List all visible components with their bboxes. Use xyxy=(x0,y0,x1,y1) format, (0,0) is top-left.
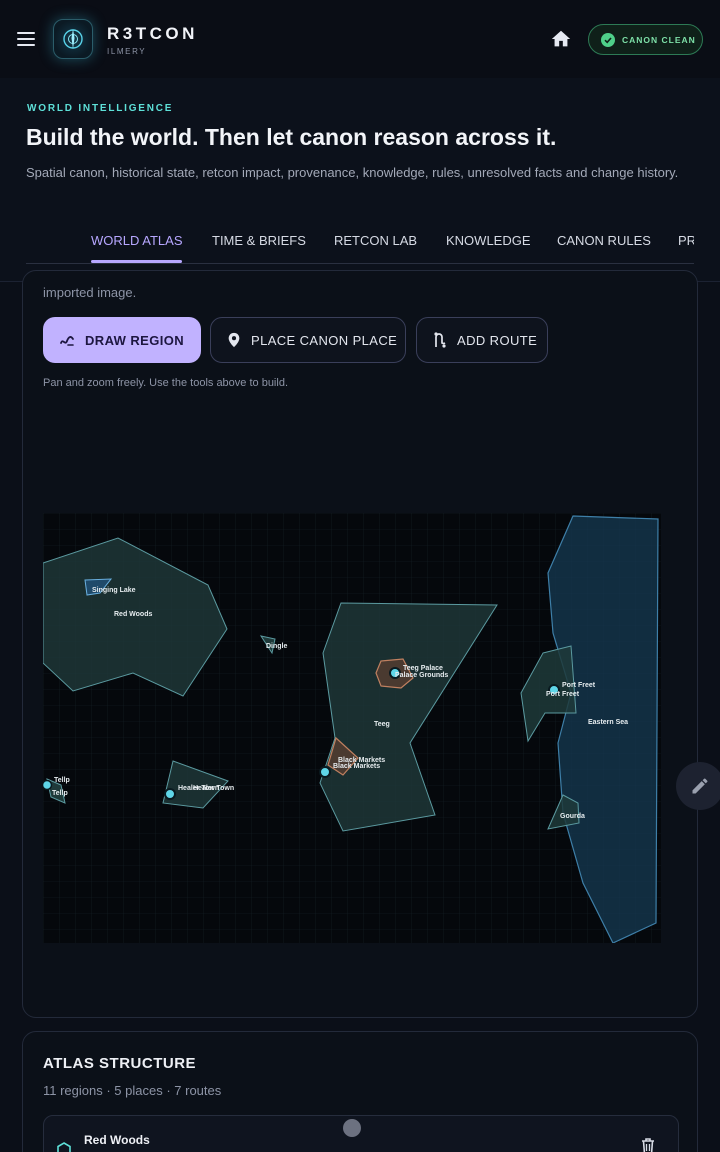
place-marker-port-freet[interactable] xyxy=(548,684,560,696)
place-marker-teeg-palace[interactable] xyxy=(389,667,401,679)
label-tellp-place: Tellp xyxy=(52,790,68,797)
label-eastern-sea: Eastern Sea xyxy=(588,719,628,726)
atlas-structure-card: ATLAS STRUCTURE 11 regions · 5 places · … xyxy=(22,1031,698,1152)
route-icon xyxy=(434,332,446,348)
edit-icon[interactable] xyxy=(676,762,720,810)
label-teeg-palace: Teeg Palace xyxy=(403,665,443,672)
pin-icon xyxy=(228,332,240,348)
list-item[interactable]: Red Woods xyxy=(43,1115,679,1152)
place-canon-place-label: PLACE CANON PLACE xyxy=(251,332,398,348)
tab-canon-rules[interactable]: CANON RULES xyxy=(557,233,651,248)
region-healer-town[interactable] xyxy=(162,760,229,809)
draw-region-button[interactable]: DRAW REGION xyxy=(43,317,201,363)
scroll-indicator[interactable] xyxy=(343,1119,361,1137)
label-healer-town-place: Healer Town xyxy=(193,785,234,792)
label-tellp: Tellp xyxy=(54,777,70,784)
region-gourda[interactable] xyxy=(547,794,580,830)
canon-status-label: CANON CLEAN xyxy=(622,34,696,45)
atlas-map-canvas[interactable]: Singing Lake Red Woods Dingle Teeg Palac… xyxy=(43,513,661,943)
label-black-markets: Black Markets xyxy=(338,757,385,764)
tab-knowledge[interactable]: KNOWLEDGE xyxy=(446,233,531,248)
label-teeg: Teeg xyxy=(374,721,390,728)
hexagon-icon xyxy=(57,1142,71,1152)
atlas-map-card: imported image. DRAW REGION PLACE CANON … xyxy=(22,270,698,1018)
app-title: R3TCON xyxy=(107,24,198,43)
tab-time-briefs[interactable]: TIME & BRIEFS xyxy=(212,233,306,248)
place-marker-black-markets[interactable] xyxy=(319,766,331,778)
region-name: Red Woods xyxy=(84,1133,150,1147)
region-port-freet[interactable] xyxy=(520,645,577,743)
label-port-freet-place: Port Freet xyxy=(546,691,580,698)
region-dingle[interactable] xyxy=(259,635,276,655)
page-header: WORLD INTELLIGENCE Build the world. Then… xyxy=(0,78,720,282)
region-red-woods[interactable] xyxy=(43,537,228,697)
tab-bar: WORLD ATLAS TIME & BRIEFS RETCON LAB KNO… xyxy=(26,228,694,264)
import-note: imported image. xyxy=(43,285,137,300)
tab-retcon-lab[interactable]: RETCON LAB xyxy=(334,233,418,248)
add-route-label: ADD ROUTE xyxy=(457,332,538,348)
label-gourda: Gourda xyxy=(560,813,585,820)
draw-icon xyxy=(60,336,74,346)
label-dingle: Dingle xyxy=(266,643,287,650)
eyebrow: WORLD INTELLIGENCE xyxy=(27,103,174,114)
label-palace-grounds: Palace Grounds xyxy=(395,672,448,679)
add-route-button[interactable]: ADD ROUTE xyxy=(416,317,548,363)
draw-region-label: DRAW REGION xyxy=(85,332,185,348)
logo-icon xyxy=(53,19,93,59)
atlas-structure-title: ATLAS STRUCTURE xyxy=(43,1055,197,1072)
label-singing-lake: Singing Lake xyxy=(92,587,136,594)
page-description: Spatial canon, historical state, retcon … xyxy=(26,165,679,180)
tab-world-atlas[interactable]: WORLD ATLAS xyxy=(91,233,183,248)
trash-icon[interactable] xyxy=(640,1137,656,1152)
label-black-markets-place: Black Markets xyxy=(333,763,380,770)
canon-status-chip[interactable]: CANON CLEAN xyxy=(588,24,703,55)
label-port-freet: Port Freet xyxy=(562,682,596,689)
place-marker-healer-town[interactable] xyxy=(164,788,176,800)
page-title: Build the world. Then let canon reason a… xyxy=(26,124,557,150)
region-teeg[interactable] xyxy=(319,602,498,832)
place-canon-place-button[interactable]: PLACE CANON PLACE xyxy=(210,317,406,363)
place-marker-tellp[interactable] xyxy=(43,779,53,791)
atlas-structure-counts: 11 regions · 5 places · 7 routes xyxy=(43,1083,222,1098)
check-circle-icon xyxy=(601,32,615,47)
map-hint: Pan and zoom freely. Use the tools above… xyxy=(43,377,288,389)
label-healer-town: Healer Town xyxy=(178,785,219,792)
menu-icon[interactable] xyxy=(14,28,40,50)
app-subtitle: ILMERY xyxy=(107,47,147,56)
active-tab-indicator xyxy=(91,260,182,263)
region-singing-lake[interactable] xyxy=(84,578,113,596)
region-black-markets[interactable] xyxy=(327,736,359,776)
tab-pr[interactable]: PR xyxy=(678,233,694,248)
app-bar: R3TCON ILMERY CANON CLEAN xyxy=(0,0,720,78)
label-red-woods: Red Woods xyxy=(114,611,152,618)
home-icon[interactable] xyxy=(550,28,572,50)
